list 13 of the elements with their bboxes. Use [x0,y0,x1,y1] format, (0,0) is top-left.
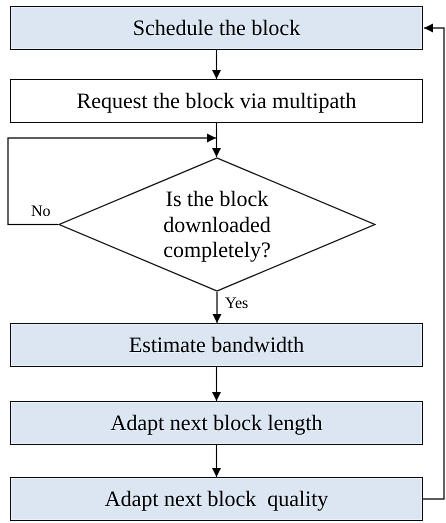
arrow [212,292,222,323]
arrow [212,123,221,157]
arrow [212,445,221,477]
arrow [212,50,221,79]
process-box: Adapt next block length [10,401,423,445]
arrow [7,134,216,226]
process-box: Adapt next block quality [10,477,423,521]
process-box: Estimate bandwidth [10,323,423,367]
arrow [212,367,221,401]
process-box: Request the block via multipath [10,79,423,123]
process-box: Schedule the block [10,6,423,50]
arrow [423,24,445,500]
question-text: Is the block downloaded completely? [162,186,272,264]
